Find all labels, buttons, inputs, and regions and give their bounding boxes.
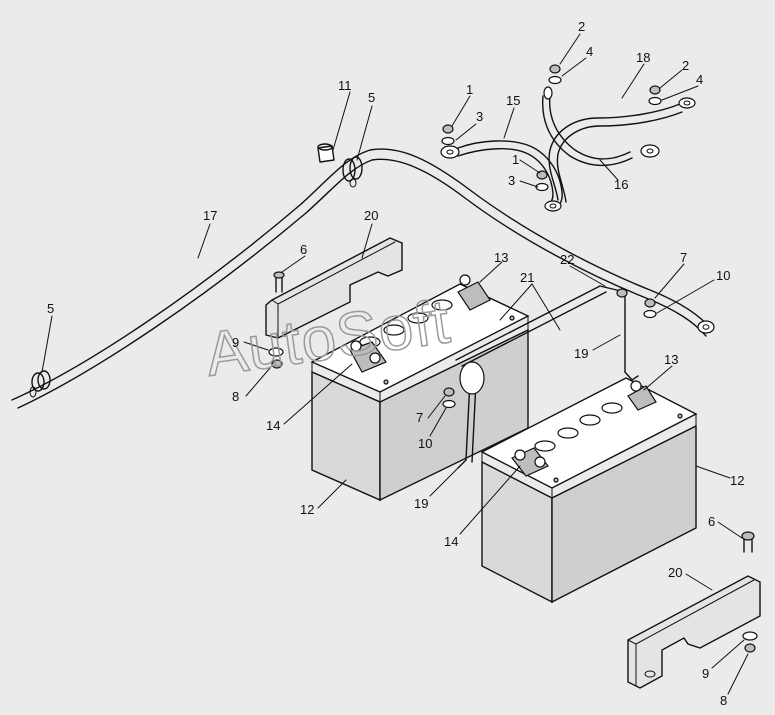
callout-6-bottom: 6: [708, 514, 715, 529]
bracket-20-bottom: [627, 575, 761, 689]
callout-2-a: 2: [578, 19, 585, 34]
washer-4-b: [648, 96, 662, 106]
callout-9-right: 9: [702, 666, 709, 681]
callout-5-left: 5: [47, 301, 54, 316]
cable-lug-right-17: [697, 320, 715, 334]
sleeve-5-left: [29, 370, 51, 398]
washer-10-right: [643, 309, 657, 319]
callout-13-left: 13: [494, 250, 508, 265]
nut-2-a: [549, 64, 561, 74]
callouts: 11 5 17 5 20 6 1 3 15 1 3 2 4 18 2 4 16 …: [47, 19, 744, 708]
callout-15: 15: [506, 93, 520, 108]
hold-down-frame: [455, 285, 639, 469]
nut-7-mid: [443, 387, 455, 397]
washer-10-mid: [442, 399, 456, 409]
callout-5-top: 5: [368, 90, 375, 105]
callout-4-b: 4: [696, 72, 703, 87]
callout-7-right: 7: [680, 250, 687, 265]
callout-1-b: 1: [512, 152, 519, 167]
bolt-6-top: [273, 271, 285, 293]
callout-8-left: 8: [232, 389, 239, 404]
callout-20-bottom: 20: [668, 565, 682, 580]
callout-19-bottom: 19: [414, 496, 428, 511]
callout-17: 17: [203, 208, 217, 223]
callout-21: 21: [520, 270, 534, 285]
sleeve-11: [317, 143, 335, 163]
washer-3-b: [535, 182, 549, 192]
callout-3-b: 3: [508, 173, 515, 188]
callout-18: 18: [636, 50, 650, 65]
callout-12-right: 12: [730, 473, 744, 488]
callout-22: 22: [560, 252, 574, 267]
cable-17: [11, 148, 713, 409]
callout-3-a: 3: [476, 109, 483, 124]
nut-8-right: [744, 643, 756, 653]
clamp-14-right: [511, 447, 549, 477]
leader-lines: [41, 33, 749, 695]
nut-8-left: [271, 359, 283, 369]
sleeve-5-top: [342, 156, 363, 188]
callout-13-right: 13: [664, 352, 678, 367]
clamp-13-right: [627, 380, 657, 411]
cable-18: [548, 97, 696, 203]
bracket-20-top: [265, 237, 403, 339]
nut-7-right: [644, 298, 656, 308]
washer-3-a: [441, 136, 455, 146]
clamp-13-left: [457, 274, 491, 311]
nut-2-b: [649, 85, 661, 95]
washer-4-a: [548, 75, 562, 85]
bolt-6-bottom: [741, 531, 755, 553]
callout-10-mid: 10: [418, 436, 432, 451]
callout-2-b: 2: [682, 58, 689, 73]
callout-14-left: 14: [266, 418, 280, 433]
callout-12-left: 12: [300, 502, 314, 517]
callout-11: 11: [338, 78, 352, 93]
callout-6-top: 6: [300, 242, 307, 257]
callout-4-a: 4: [586, 44, 593, 59]
callout-7-mid: 7: [416, 410, 423, 425]
callout-8-right: 8: [720, 693, 727, 708]
washer-9-left: [268, 347, 284, 357]
callout-10-right: 10: [716, 268, 730, 283]
clamp-14-left: [349, 340, 387, 373]
washer-9-right: [742, 631, 758, 641]
nut-1-a: [442, 124, 454, 134]
callout-1-a: 1: [466, 82, 473, 97]
callout-9-left: 9: [232, 335, 239, 350]
cable-16: [541, 86, 660, 167]
callout-19-right: 19: [574, 346, 588, 361]
callout-16: 16: [614, 177, 628, 192]
callout-14-right: 14: [444, 534, 458, 549]
callout-20-top: 20: [364, 208, 378, 223]
